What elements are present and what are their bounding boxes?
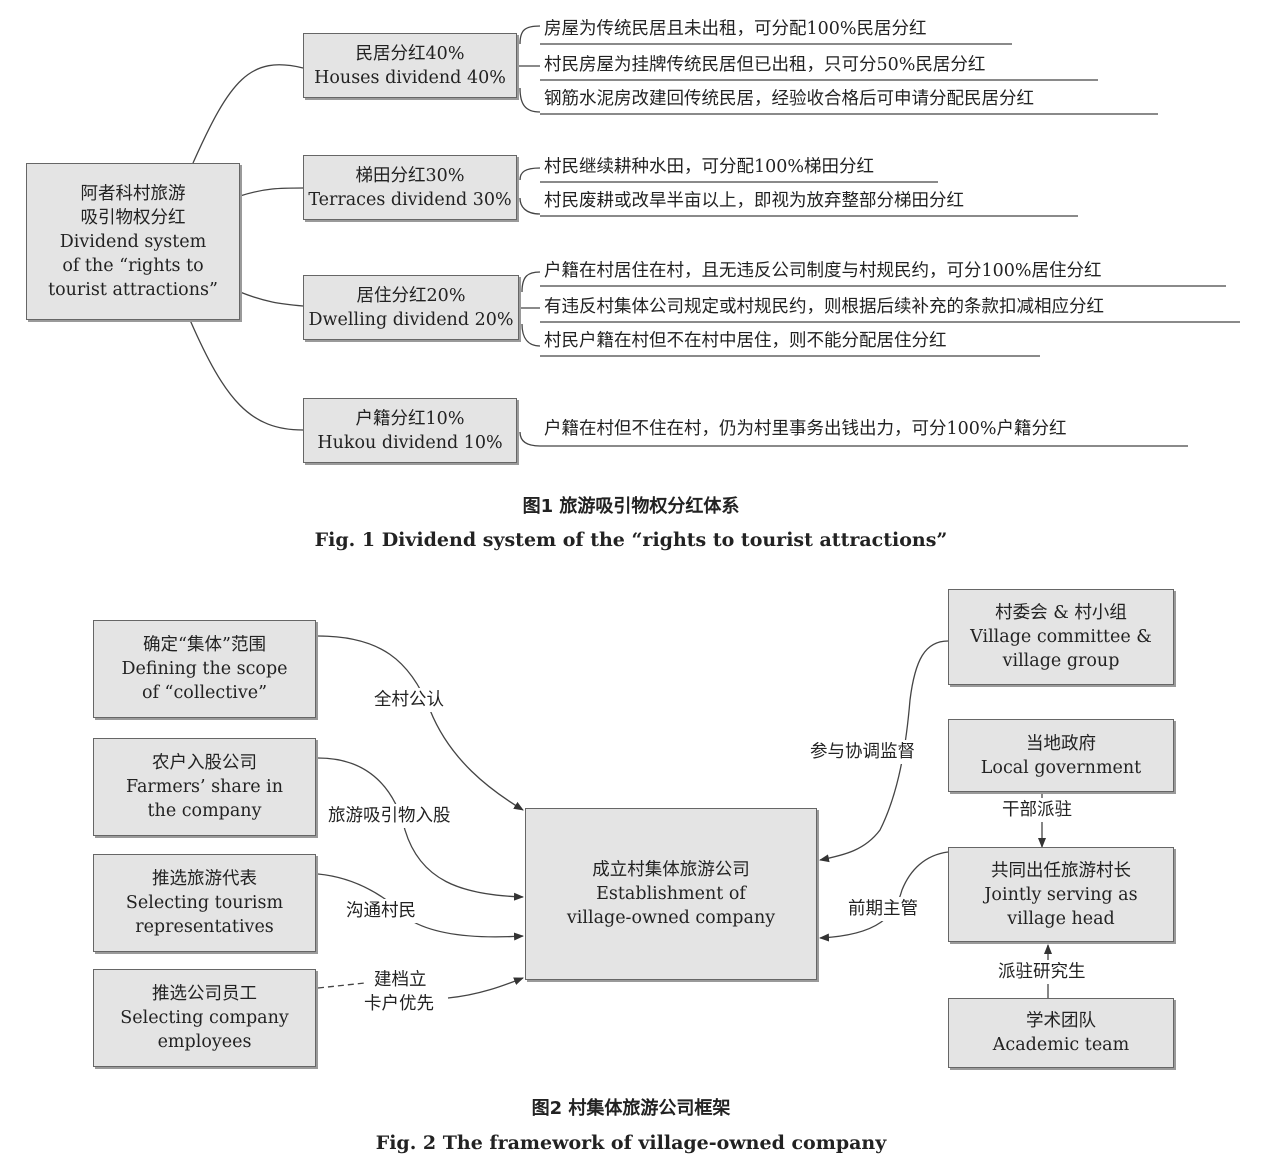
root-to-houses-link — [192, 64, 304, 164]
hukou-rule-1: 户籍在村但不住在村，仍为村里事务出钱出力，可分100%户籍分红 — [544, 419, 1067, 439]
node-label-en: Houses dividend 40% — [314, 67, 506, 88]
node-line: 农户入股公司 — [152, 753, 257, 773]
node-line: 推选公司员工 — [152, 984, 257, 1004]
node-label-en: Terraces dividend 30% — [308, 189, 512, 210]
fig1-caption-en: Fig. 1 Dividend system of the “rights to… — [314, 529, 948, 551]
root-to-hukou-link — [189, 319, 304, 431]
edge-label-dispatch-students: 派驻研究生 — [996, 960, 1088, 984]
node-line: employees — [157, 1032, 252, 1052]
fig1-root-node: 阿者科村旅游 吸引物权分红 Dividend system of the “ri… — [26, 163, 240, 320]
define-collective-node: 确定“集体”范围 Defining the scope of “collecti… — [93, 620, 316, 718]
fig1-root-line: 阿者科村旅游 — [80, 183, 186, 204]
edge-left-1 — [317, 635, 524, 811]
edge-label-attraction-shares: 旅游吸引物入股 — [326, 804, 453, 828]
hukou-brace — [519, 431, 541, 447]
dwelling-brace — [520, 271, 541, 347]
edge-label-poor-households-1: 建档立 — [372, 968, 429, 992]
edge-early-manage — [819, 851, 949, 942]
farmers-share-node: 农户入股公司 Farmers’ share in the company — [93, 738, 316, 836]
node-label-cn: 户籍分红10% — [355, 408, 465, 429]
node-line: Establishment of — [596, 884, 746, 904]
houses-dividend-node: 民居分红40% Houses dividend 40% — [303, 33, 517, 98]
fig1-root-line: tourist attractions” — [48, 279, 218, 300]
company-employees-node: 推选公司员工 Selecting company employees — [93, 969, 316, 1067]
village-head-node: 共同出任旅游村长 Jointly serving as village head — [948, 847, 1174, 942]
edge-left-2 — [317, 757, 524, 901]
fig1-root-line: of the “rights to — [62, 255, 204, 276]
node-line: representatives — [135, 917, 274, 937]
node-line: Local government — [980, 757, 1142, 778]
node-line: 村委会 & 村小组 — [995, 603, 1127, 623]
edge-label-communicate-villagers: 沟通村民 — [344, 899, 418, 923]
edge-label-village-recognition: 全村公认 — [372, 688, 446, 712]
houses-brace — [518, 25, 541, 113]
node-line: 当地政府 — [1026, 733, 1096, 754]
fig2-caption-cn: 图2 村集体旅游公司框架 — [531, 1098, 731, 1119]
node-line: village-owned company — [566, 908, 776, 928]
terraces-dividend-node: 梯田分红30% Terraces dividend 30% — [303, 155, 517, 220]
node-line: village head — [1007, 908, 1115, 929]
node-line: of “collective” — [141, 683, 268, 703]
houses-rule-2: 村民房屋为挂牌传统民居但已出租，只可分50%民居分红 — [544, 55, 986, 75]
tourism-representatives-node: 推选旅游代表 Selecting tourism representatives — [93, 854, 316, 952]
node-line: 确定“集体”范围 — [143, 635, 266, 655]
node-line: 成立村集体旅游公司 — [592, 860, 750, 880]
fig1-root-line: 吸引物权分红 — [80, 207, 186, 228]
hukou-dividend-node: 户籍分红10% Hukou dividend 10% — [303, 398, 517, 463]
terraces-brace — [519, 167, 541, 215]
node-line: 学术团队 — [1026, 1011, 1096, 1031]
node-line: Selecting company — [120, 1008, 289, 1028]
fig1-root-line: Dividend system — [59, 231, 207, 252]
node-line: 共同出任旅游村长 — [991, 860, 1131, 881]
root-to-dwelling-link — [239, 291, 304, 307]
edge-left-4 — [317, 982, 366, 989]
local-government-node: 当地政府 Local government — [948, 719, 1174, 792]
node-line: Academic team — [992, 1035, 1130, 1055]
node-line: 推选旅游代表 — [152, 869, 257, 889]
node-label-cn: 居住分红20% — [356, 285, 466, 306]
houses-rule-1: 房屋为传统民居且未出租，可分配100%民居分红 — [544, 19, 927, 39]
node-line: Selecting tourism — [125, 893, 284, 913]
node-label-cn: 梯田分红30% — [355, 165, 465, 186]
node-line: the company — [147, 801, 262, 821]
node-label-en: Dwelling dividend 20% — [308, 309, 514, 330]
edge-label-poor-households-2: 卡户优先 — [362, 992, 436, 1016]
fig2-caption-en: Fig. 2 The framework of village-owned co… — [375, 1132, 887, 1154]
houses-rule-3: 钢筋水泥房改建回传统民居，经验收合格后可申请分配民居分红 — [544, 89, 1034, 109]
edge-label-supervise: 参与协调监督 — [808, 740, 917, 764]
root-to-terraces-link — [239, 187, 304, 197]
node-line: Jointly serving as — [984, 884, 1138, 905]
academic-team-node: 学术团队 Academic team — [948, 998, 1174, 1068]
node-label-cn: 民居分红40% — [355, 43, 465, 64]
node-line: village group — [1002, 651, 1120, 671]
terraces-rule-2: 村民废耕或改旱半亩以上，即视为放弃整部分梯田分红 — [544, 191, 964, 211]
village-committee-node: 村委会 & 村小组 Village committee & village gr… — [948, 589, 1174, 685]
node-line: Defining the scope — [121, 659, 288, 679]
dwelling-rule-3: 村民户籍在村但不在村中居住，则不能分配居住分红 — [544, 331, 947, 351]
dwelling-rule-1: 户籍在村居住在村，且无违反公司制度与村规民约，可分100%居住分红 — [544, 261, 1102, 281]
fig1-caption-cn: 图1 旅游吸引物权分红体系 — [522, 496, 740, 517]
edge-left-4-tail — [447, 977, 524, 999]
edge-label-early-manage: 前期主管 — [846, 897, 920, 921]
node-line: Farmers’ share in — [125, 777, 283, 797]
edge-label-dispatch-cadres: 干部派驻 — [1000, 798, 1074, 822]
dwelling-dividend-node: 居住分红20% Dwelling dividend 20% — [303, 275, 519, 340]
edge-supervise — [819, 640, 949, 863]
terraces-rule-1: 村民继续耕种水田，可分配100%梯田分红 — [544, 157, 875, 177]
dwelling-rule-2: 有违反村集体公司规定或村规民约，则根据后续补充的条款扣减相应分红 — [544, 297, 1104, 317]
node-label-en: Hukou dividend 10% — [317, 432, 503, 453]
village-company-node: 成立村集体旅游公司 Establishment of village-owned… — [525, 808, 817, 980]
node-line: Village committee & — [970, 627, 1152, 647]
